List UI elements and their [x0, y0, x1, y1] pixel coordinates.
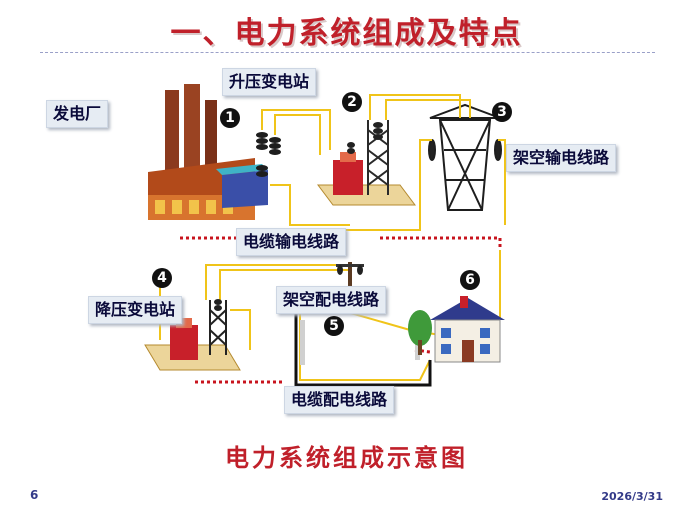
label-step-down-substation: 降压变电站 [88, 296, 183, 324]
page-number: 6 [30, 488, 39, 502]
diagram-caption: 电力系统组成示意图 [225, 443, 468, 472]
step-up-substation-illustration [317, 120, 416, 206]
slide-title: 一、电力系统组成及特点 [170, 16, 523, 51]
insulators-illustration [256, 132, 281, 177]
step-down-substation-illustration [144, 299, 241, 371]
label-step-up-substation: 升压变电站 [222, 68, 317, 96]
label-power-plant: 发电厂 [46, 100, 109, 128]
label-cable-transmission-line: 电缆输电线路 [236, 228, 347, 256]
distribution-pole-illustration [336, 262, 364, 302]
slide-date: 2026/3/31 [601, 490, 663, 503]
label-overhead-distribution-line: 架空配电线路 [276, 286, 387, 314]
power-plant-illustration [148, 84, 268, 220]
house-illustration [408, 296, 505, 363]
marker-5: 5 [324, 316, 344, 336]
label-cable-distribution-line: 电缆配电线路 [284, 386, 395, 414]
marker-2: 2 [342, 92, 362, 112]
marker-3: 3 [492, 102, 512, 122]
transmission-tower-illustration [428, 103, 502, 211]
label-overhead-transmission-line: 架空输电线路 [506, 144, 617, 172]
marker-4: 4 [152, 268, 172, 288]
title-divider [40, 52, 655, 54]
marker-1: 1 [220, 108, 240, 128]
marker-6: 6 [460, 270, 480, 290]
